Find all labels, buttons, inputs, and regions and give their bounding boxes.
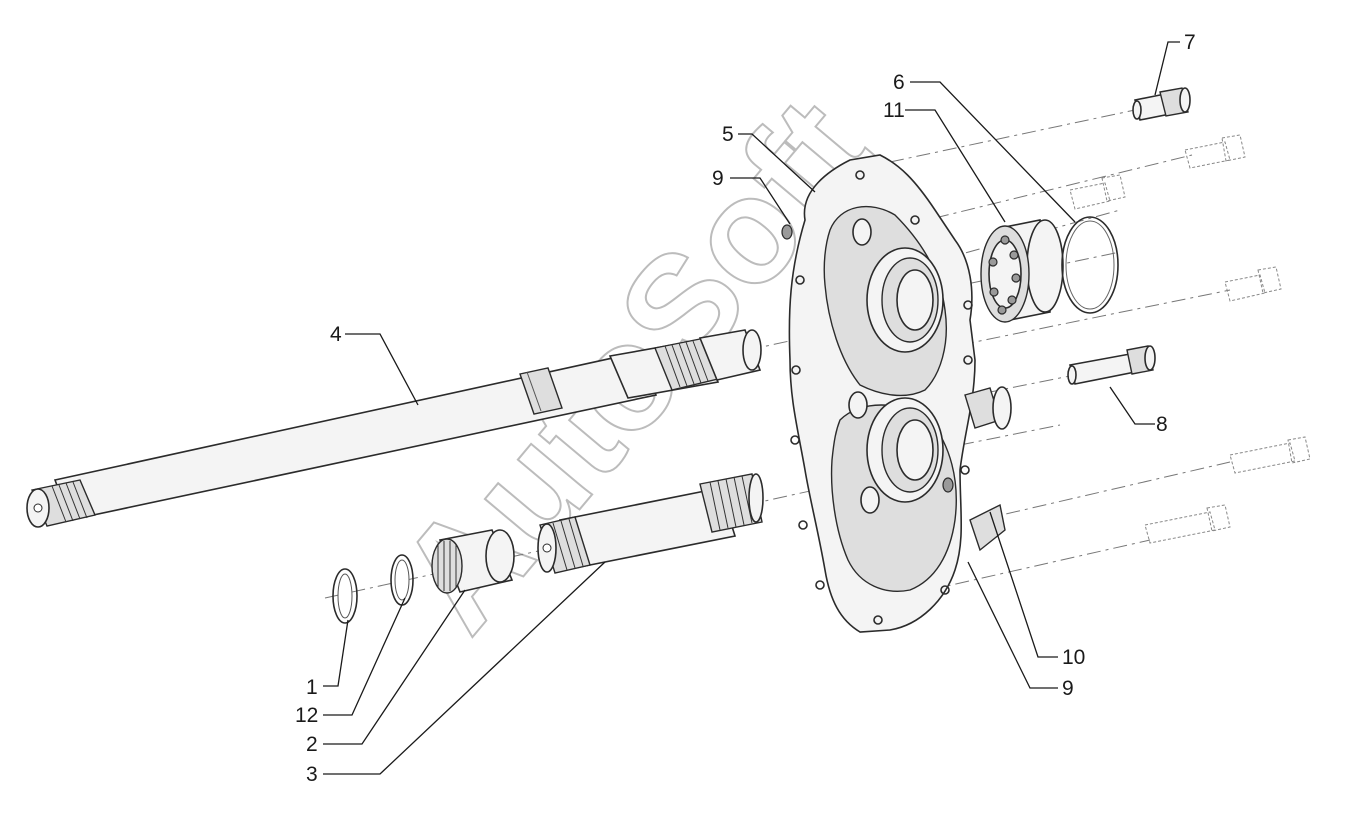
callout-12: 12 [295, 704, 318, 727]
callout-labels: 1 12 2 3 4 5 9 6 11 7 8 10 9 [295, 31, 1196, 786]
part-5-housing [781, 154, 1012, 633]
callout-11: 11 [883, 99, 905, 122]
callout-3: 3 [306, 763, 318, 786]
ghost-bolts [1069, 134, 1311, 544]
part-8-bolt [1067, 345, 1156, 385]
leader-lines [323, 41, 1180, 775]
callout-9-top: 9 [712, 167, 724, 190]
callout-10: 10 [1062, 646, 1085, 669]
part-4-long-shaft [26, 329, 762, 528]
ghost-bolt-3 [1224, 266, 1282, 302]
ghost-bolt-5 [1144, 504, 1231, 544]
callout-5: 5 [722, 123, 734, 146]
part-1-snap-ring [332, 568, 358, 624]
ghost-bolt-1 [1184, 134, 1246, 169]
shaft-3-bearing-rollers [552, 518, 584, 571]
callout-9-bottom: 9 [1062, 677, 1074, 700]
callout-2: 2 [306, 733, 318, 756]
ghost-bolt-2 [1069, 174, 1126, 210]
callout-1: 1 [306, 676, 318, 699]
callout-8: 8 [1156, 413, 1168, 436]
part-2-bearing-sleeve [431, 529, 515, 594]
shaft-4-right-splines [664, 340, 709, 388]
part-3-short-shaft [537, 473, 764, 574]
callout-4: 4 [330, 323, 342, 346]
part-6-retaining-ring [1061, 216, 1119, 314]
bearing-11-balls [988, 235, 1021, 315]
bearing-2-needles [437, 541, 457, 591]
housing-bolt-holes [790, 170, 973, 625]
callout-7: 7 [1184, 31, 1196, 54]
callout-6: 6 [893, 71, 905, 94]
ghost-bolt-4 [1229, 436, 1311, 474]
part-7-bolt [1132, 87, 1191, 121]
shaft-4-left-splines [51, 481, 88, 523]
part-11-ball-bearing [980, 219, 1064, 323]
